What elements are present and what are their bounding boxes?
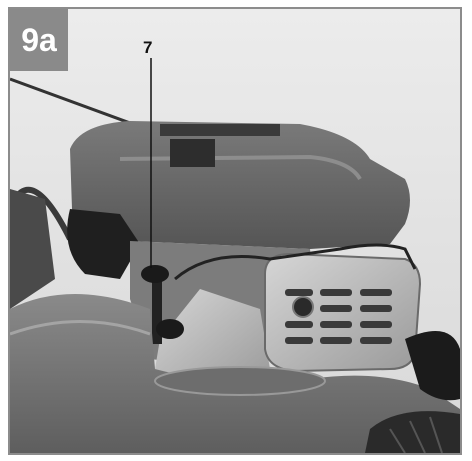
muffler-slots — [285, 289, 392, 344]
engine-photo — [10, 9, 460, 453]
left-side-part — [10, 189, 55, 309]
engine-cover — [70, 121, 410, 249]
engine-cover-highlight — [119, 154, 362, 181]
front-wheel — [365, 411, 460, 453]
figure-number-badge: 9a — [10, 9, 68, 71]
cover-grille — [160, 124, 280, 136]
wheel-tread — [389, 416, 443, 453]
dipstick-handle — [141, 265, 169, 283]
oil-filler-base — [156, 319, 184, 339]
photo-panel — [8, 7, 462, 455]
mower-deck — [10, 294, 460, 453]
throttle-cable — [174, 243, 417, 281]
engine-base-casting — [155, 289, 270, 384]
rear-wheel — [405, 331, 460, 401]
dipstick-tube — [152, 269, 162, 344]
muffler-shield — [264, 252, 422, 373]
air-intake — [67, 209, 140, 279]
deck-collar — [154, 366, 326, 396]
muffler-outlet — [292, 296, 314, 318]
callout-label-7: 7 — [143, 38, 153, 57]
deck-rim — [10, 320, 151, 336]
spark-plug-cap — [170, 139, 215, 167]
